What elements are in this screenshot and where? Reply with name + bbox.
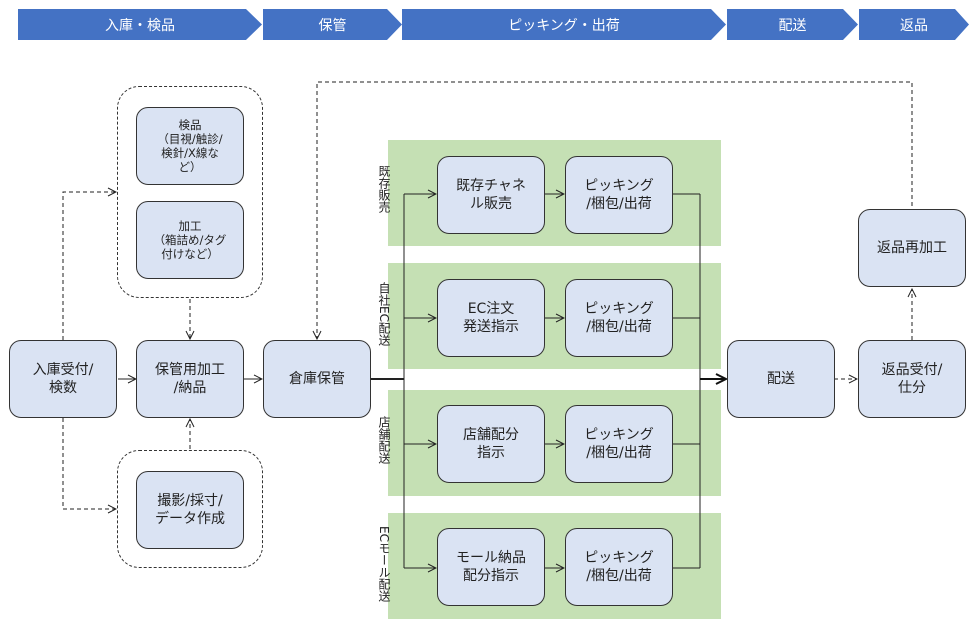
node-return-reprocessing[interactable]: 返品再加工 <box>858 209 966 287</box>
phase-picking-shipping: ピッキング・出荷 <box>402 9 726 40</box>
edge-receiving-to-photo-group <box>62 418 116 509</box>
phase-storage: 保管 <box>263 9 402 40</box>
node-storage-processing[interactable]: 保管用加工 /納品 <box>136 340 244 418</box>
node-return-receiving[interactable]: 返品受付/ 仕分 <box>858 340 966 418</box>
node-receiving[interactable]: 入庫受付/ 検数 <box>9 340 117 418</box>
node-mall-allocation[interactable]: モール納品 配分指示 <box>437 528 545 606</box>
node-ec-order[interactable]: EC注文 発送指示 <box>437 279 545 357</box>
node-processing[interactable]: 加工 （箱詰め/タグ 付けなど） <box>136 201 244 279</box>
node-inspection[interactable]: 検品 （目視/触診/ 検針/X線な ど） <box>136 107 244 185</box>
phase-returns: 返品 <box>859 9 969 40</box>
edge-receiving-to-inspection-group <box>62 192 116 340</box>
lane-label-existing-sales: 既存販売 <box>377 165 391 213</box>
node-picking-existing[interactable]: ピッキング /梱包/出荷 <box>565 156 673 234</box>
node-picking-ec[interactable]: ピッキング /梱包/出荷 <box>565 279 673 357</box>
node-picking-store[interactable]: ピッキング /梱包/出荷 <box>565 405 673 483</box>
node-photo[interactable]: 撮影/採寸/ データ作成 <box>136 471 244 549</box>
node-existing-channel[interactable]: 既存チャネ ル販売 <box>437 156 545 234</box>
lane-label-ec-mall: ECモール配送 <box>377 526 391 602</box>
node-picking-mall[interactable]: ピッキング /梱包/出荷 <box>565 528 673 606</box>
group-inspection-processing <box>117 86 263 298</box>
lane-label-store: 店舗配送 <box>377 416 391 464</box>
node-delivery[interactable]: 配送 <box>727 340 835 418</box>
phase-delivery: 配送 <box>727 9 858 40</box>
lane-label-own-ec: 自社EC配送 <box>377 282 391 346</box>
edge-return-reprocessing-to-warehouse <box>317 81 913 339</box>
group-photo <box>117 450 263 568</box>
node-store-allocation[interactable]: 店舗配分 指示 <box>437 405 545 483</box>
node-warehouse[interactable]: 倉庫保管 <box>263 340 371 418</box>
phase-receiving-inspection: 入庫・検品 <box>18 9 262 40</box>
